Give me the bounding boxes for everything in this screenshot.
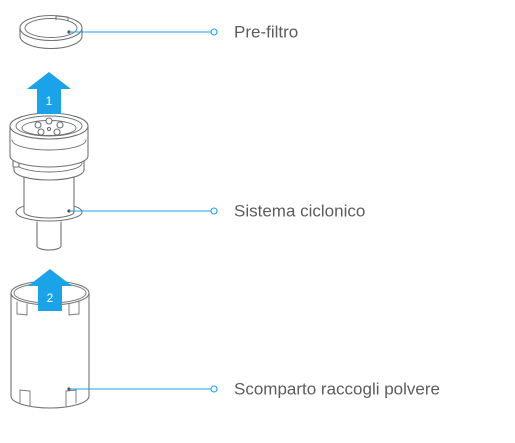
cyclone-system-label: Sistema ciclonico (234, 201, 365, 220)
dust-leader-end (210, 385, 218, 393)
step-2-number: 2 (47, 291, 54, 305)
step-2-arrow-icon: 2 (28, 269, 72, 311)
step-1-arrow-icon: 1 (27, 72, 71, 114)
pre-filter-part (19, 14, 83, 50)
cyclone-leader-end (210, 207, 218, 215)
callout-dust-compartment: Scomparto raccogli polvere (67, 379, 440, 398)
cyclone-system-part (9, 112, 89, 251)
pre-filter-label: Pre-filtro (234, 22, 298, 41)
callout-pre-filter: Pre-filtro (67, 22, 298, 41)
dust-compartment-label: Scomparto raccogli polvere (234, 379, 440, 398)
dust-compartment-part (10, 280, 90, 409)
step-1-number: 1 (46, 94, 53, 108)
pre-filter-leader-end (210, 28, 218, 36)
callout-cyclone-system: Sistema ciclonico (67, 201, 365, 220)
